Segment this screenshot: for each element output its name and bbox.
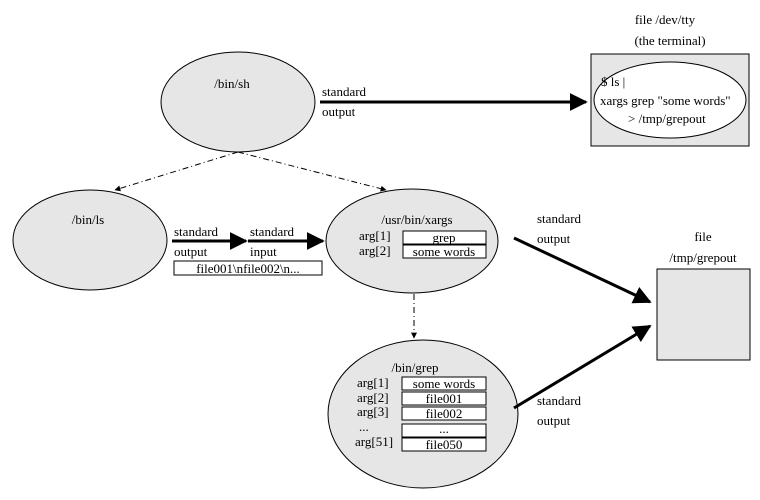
xargs-arg-value: grep <box>432 230 455 245</box>
grep-arg-value: file002 <box>426 406 463 421</box>
grep-output-label-line2: output <box>537 413 571 428</box>
sh-process-label: /bin/sh <box>214 76 250 91</box>
terminal-title-line2: (the terminal) <box>634 33 705 48</box>
grep-arg-value: ... <box>439 421 449 436</box>
grepout-label-line1: file <box>694 229 712 244</box>
xargs-output-label-line1: standard <box>537 211 582 226</box>
terminal-title-line1: file /dev/tty <box>635 12 696 27</box>
grep-arg-name: arg[1] <box>357 375 389 390</box>
grep-arg-name: arg[51] <box>355 434 393 449</box>
terminal-command-line2: xargs grep "some words" <box>600 93 731 108</box>
grepout-file-box <box>656 268 751 361</box>
grepout-label-line2: /tmp/grepout <box>669 250 737 265</box>
sh-process-node <box>160 51 316 153</box>
grep-argument-list: arg[1] some words arg[2] file001 arg[3] … <box>355 375 487 452</box>
xargs-arg-name: arg[1] <box>359 228 391 243</box>
grep-arg-name: ... <box>359 419 369 434</box>
xargs-input-label-line2: input <box>250 244 277 259</box>
grep-arg-value-box <box>401 391 487 406</box>
xargs-arg-value: some words <box>413 244 475 259</box>
xargs-arg-value-box <box>402 230 487 245</box>
xargs-to-grepout-arrow <box>513 236 652 304</box>
grep-arg-value-box <box>401 437 487 452</box>
ls-process-label: /bin/ls <box>72 212 105 227</box>
grep-process-label: /bin/grep <box>392 360 439 375</box>
terminal-command-line1: $ ls | <box>601 74 625 89</box>
grep-arg-value-box <box>401 406 487 421</box>
grep-arg-value: file001 <box>426 391 463 406</box>
sh-to-ls-fork-arrow <box>114 151 239 192</box>
pipe-data-box <box>173 260 323 276</box>
sh-output-label-line2: output <box>322 104 356 119</box>
xargs-arg-name: arg[2] <box>359 243 391 258</box>
sh-to-xargs-fork-arrow <box>237 151 387 192</box>
grep-to-grepout-arrow <box>513 324 652 410</box>
grep-output-label-line1: standard <box>537 393 582 408</box>
ls-output-label-line2: output <box>174 244 208 259</box>
terminal-command-line3: > /tmp/grepout <box>628 111 706 126</box>
grep-arg-value-box <box>401 423 487 438</box>
xargs-argument-list: arg[1] grep arg[2] some words <box>359 228 487 259</box>
ls-output-label-line1: standard <box>174 224 219 239</box>
grep-arg-value: file050 <box>426 437 463 452</box>
grep-arg-name: arg[3] <box>357 404 389 419</box>
xargs-input-label-line1: standard <box>250 224 295 239</box>
terminal-command-ellipse <box>593 61 747 139</box>
xargs-process-label: /usr/bin/xargs <box>381 212 452 227</box>
pipe-data-text: file001\nfile002\n... <box>196 261 300 276</box>
grep-arg-name: arg[2] <box>357 390 389 405</box>
grep-arg-value-box <box>401 376 487 391</box>
grep-arg-value: some words <box>413 376 475 391</box>
ls-process-node <box>12 189 168 291</box>
xargs-arg-value-box <box>402 244 487 259</box>
sh-output-label-line1: standard <box>322 84 367 99</box>
xargs-output-label-line2: output <box>537 231 571 246</box>
